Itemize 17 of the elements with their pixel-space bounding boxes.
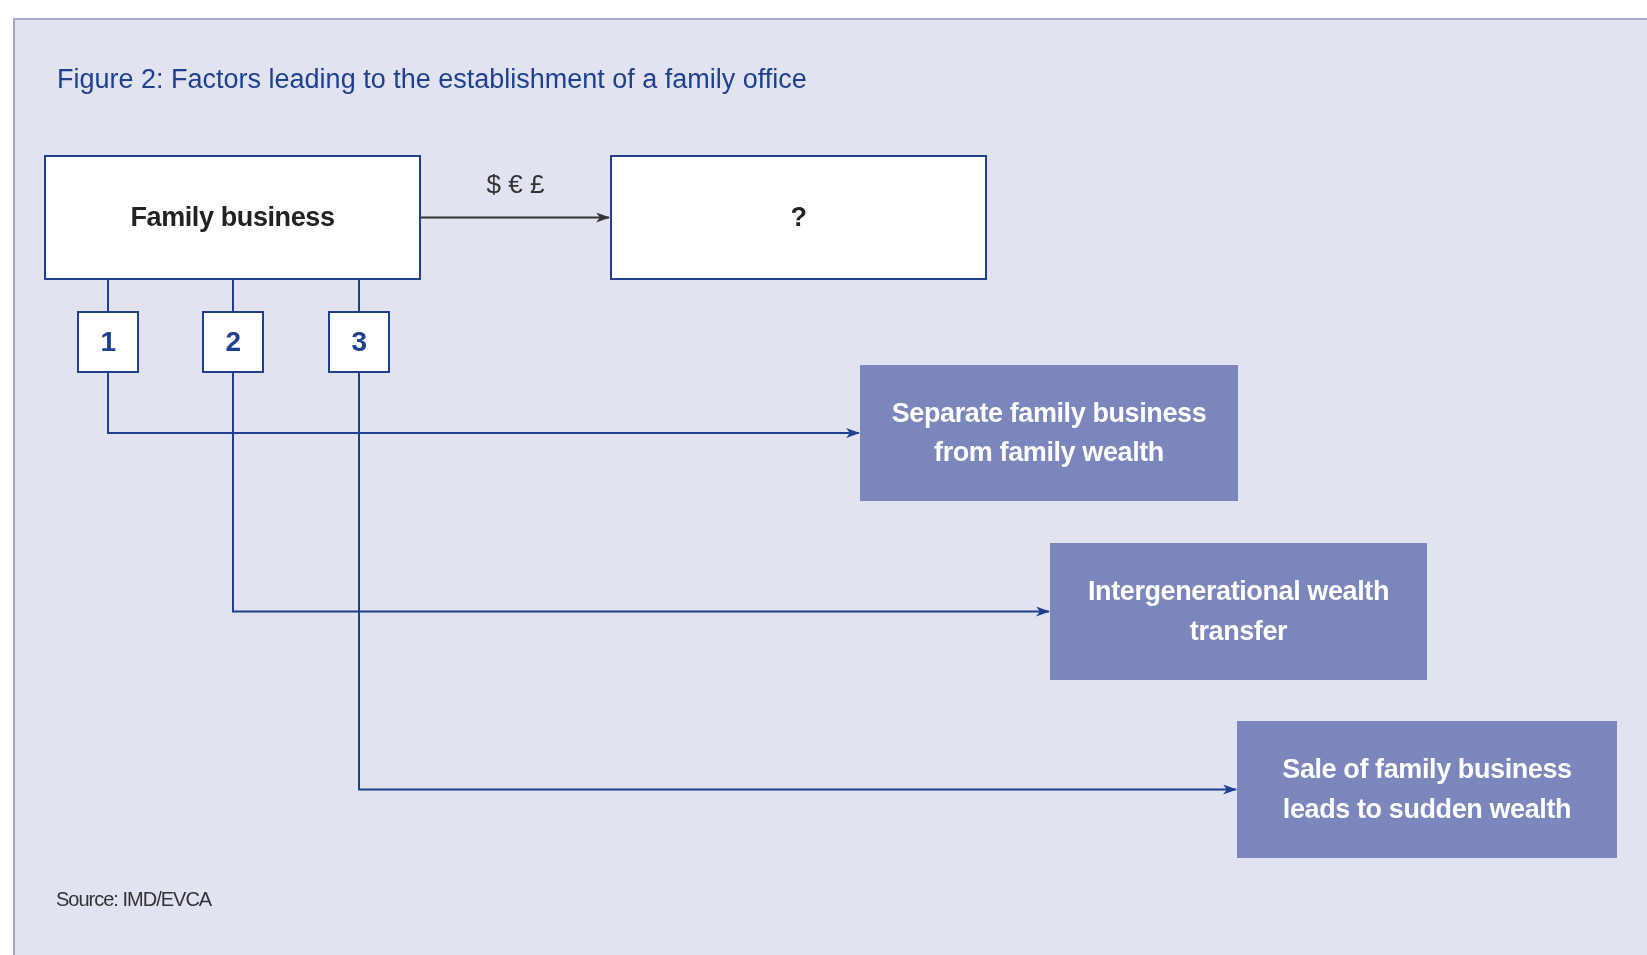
- number-box: 3: [328, 311, 390, 373]
- connector-line: [358, 279, 360, 312]
- process-box: ?: [610, 155, 987, 280]
- number-box: 2: [202, 311, 264, 373]
- source-note: Source: IMD/EVCA: [56, 888, 212, 911]
- arrow: [107, 372, 860, 438]
- connector-line: [232, 279, 234, 312]
- number-box: 1: [77, 311, 139, 373]
- arrow: [420, 212, 610, 223]
- process-box: Separate family business from family wealth: [860, 365, 1238, 501]
- process-box: Family business: [44, 155, 421, 280]
- figure-title: Figure 2: Factors leading to the establishment of a family office: [57, 64, 807, 95]
- arrow: [358, 372, 1237, 795]
- connector-line: [107, 279, 109, 312]
- process-box: Intergenerational wealth transfer: [1050, 543, 1427, 680]
- arrow: [232, 372, 1050, 617]
- process-box: Sale of family business leads to sudden wealth: [1237, 721, 1617, 858]
